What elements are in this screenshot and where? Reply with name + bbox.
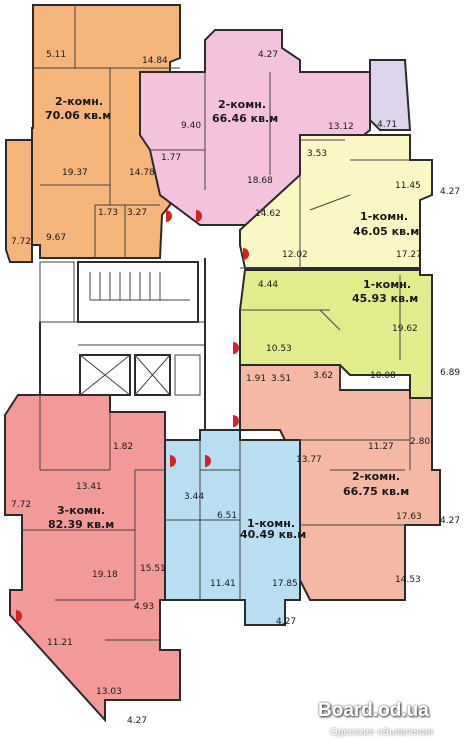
room-area-label: 4.27 (276, 617, 296, 627)
apartment-1-room-bottom-center (164, 429, 301, 626)
room-area-label: 18.68 (247, 176, 273, 186)
room-area-label: 14.78 (129, 168, 155, 178)
room-area-label: 11.27 (368, 442, 394, 452)
room-area-label: 1.91 (246, 374, 266, 384)
room-area-label: 3.53 (307, 149, 327, 159)
room-area-label: 11.41 (210, 579, 236, 589)
room-area-label: 13.77 (296, 455, 322, 465)
apartment-title-rooms: 1-комн. (363, 278, 411, 291)
wall-line (79, 354, 131, 396)
apartment-title-area: 40.49 кв.м (240, 528, 306, 541)
apartment-top-right-corner (369, 59, 412, 131)
corridor-box (39, 261, 75, 323)
room-area-label: 9.40 (181, 121, 201, 131)
room-area-label: 12.02 (282, 250, 308, 260)
wall-line (319, 309, 341, 331)
room-area-label: 11.45 (395, 181, 421, 191)
room-area-label: 3.51 (271, 374, 291, 384)
entrance-door-marker (233, 415, 239, 427)
room-area-label: 13.12 (328, 122, 354, 132)
room-area-label: 14.84 (142, 56, 168, 66)
room-area-label: 5.11 (46, 50, 66, 60)
room-area-label: 1.73 (98, 208, 118, 218)
watermark-site: Board.od.ua (318, 700, 429, 721)
room-area-label: 6.51 (217, 511, 237, 521)
apartment-title-area: 82.39 кв.м (48, 518, 114, 531)
room-area-label: 17.27 (396, 250, 422, 260)
room-area-label: 13.03 (96, 687, 122, 697)
room-area-label: 2.80 (410, 437, 430, 447)
lift-shaft (79, 354, 131, 396)
wall-line (134, 354, 171, 396)
stairwell (77, 261, 199, 323)
entrance-door-marker (205, 455, 211, 467)
service-shaft (174, 354, 201, 396)
room-labels: 2-комн. 70.06 кв.м 2-комн. 66.46 кв.м 1-… (11, 50, 460, 726)
apartment-title-area: 66.46 кв.м (212, 112, 278, 125)
room-area-label: 3.44 (184, 492, 204, 502)
apartment-title-rooms: 2-комн. (55, 95, 103, 108)
room-area-label: 4.27 (440, 187, 460, 197)
apartment-title-rooms: 3-комн. (57, 504, 105, 517)
room-area-label: 19.37 (62, 168, 88, 178)
apartment-1-room-middle-right (239, 269, 433, 399)
room-area-label: 9.67 (46, 233, 66, 243)
structure-lines (22, 5, 411, 641)
apartment-2-room-top (139, 29, 371, 226)
apartment-title-area: 46.05 кв.м (353, 225, 419, 238)
entrance-door-marker (16, 610, 22, 622)
apartment-title-rooms: 1-комн. (360, 210, 408, 223)
room-area-label: 4.27 (127, 716, 147, 726)
apartment-title-rooms: 1-комн. (247, 517, 295, 530)
room-area-label: 13.41 (76, 482, 102, 492)
room-area-label: 7.72 (11, 500, 31, 510)
watermark-subtitle: Одесские объявления (330, 727, 433, 738)
apartment-title-area: 70.06 кв.м (45, 109, 111, 122)
room-area-label: 4.27 (440, 516, 460, 526)
apartment-title-rooms: 2-комн. (352, 470, 400, 483)
room-area-label: 3.27 (127, 208, 147, 218)
room-area-label: 4.71 (377, 120, 397, 130)
room-area-label: 1.77 (161, 153, 181, 163)
apartment-3-room-bottom-left (4, 394, 181, 723)
room-area-label: 7.72 (11, 237, 31, 247)
room-area-label: 4.27 (258, 50, 278, 60)
room-area-label: 17.85 (272, 579, 298, 589)
room-area-label: 11.21 (47, 638, 73, 648)
room-area-label: 19.18 (92, 570, 118, 580)
entrance-door-marker (196, 210, 202, 222)
room-area-label: 1.82 (113, 442, 133, 452)
room-area-label: 17.63 (396, 512, 422, 522)
apartment-blocks (4, 4, 441, 723)
room-area-label: 10.53 (266, 344, 292, 354)
room-area-label: 3.62 (313, 371, 333, 381)
apartment-top-left-balcony (5, 139, 33, 263)
entrance-doors (16, 210, 249, 622)
room-area-label: 14.62 (255, 209, 281, 219)
entrance-door-marker (233, 342, 239, 354)
apartment-title-rooms: 2-комн. (218, 98, 266, 111)
apartment-1-room-upper-right (239, 134, 433, 269)
entrance-door-marker (166, 210, 172, 222)
room-area-label: 4.44 (258, 280, 278, 290)
apartment-title-area: 45.93 кв.м (352, 292, 418, 305)
apartment-title-area: 66.75 кв.м (343, 485, 409, 498)
wall-line (309, 194, 351, 211)
room-area-label: 4.93 (134, 602, 154, 612)
room-area-label: 6.89 (440, 368, 460, 378)
room-area-label: 15.51 (140, 564, 166, 574)
room-area-label: 19.62 (392, 324, 418, 334)
entrance-door-marker (170, 455, 176, 467)
lift-shaft (134, 354, 171, 396)
room-area-label: 10.08 (370, 371, 396, 381)
entrance-door-marker (243, 248, 249, 260)
room-area-label: 14.53 (395, 575, 421, 585)
